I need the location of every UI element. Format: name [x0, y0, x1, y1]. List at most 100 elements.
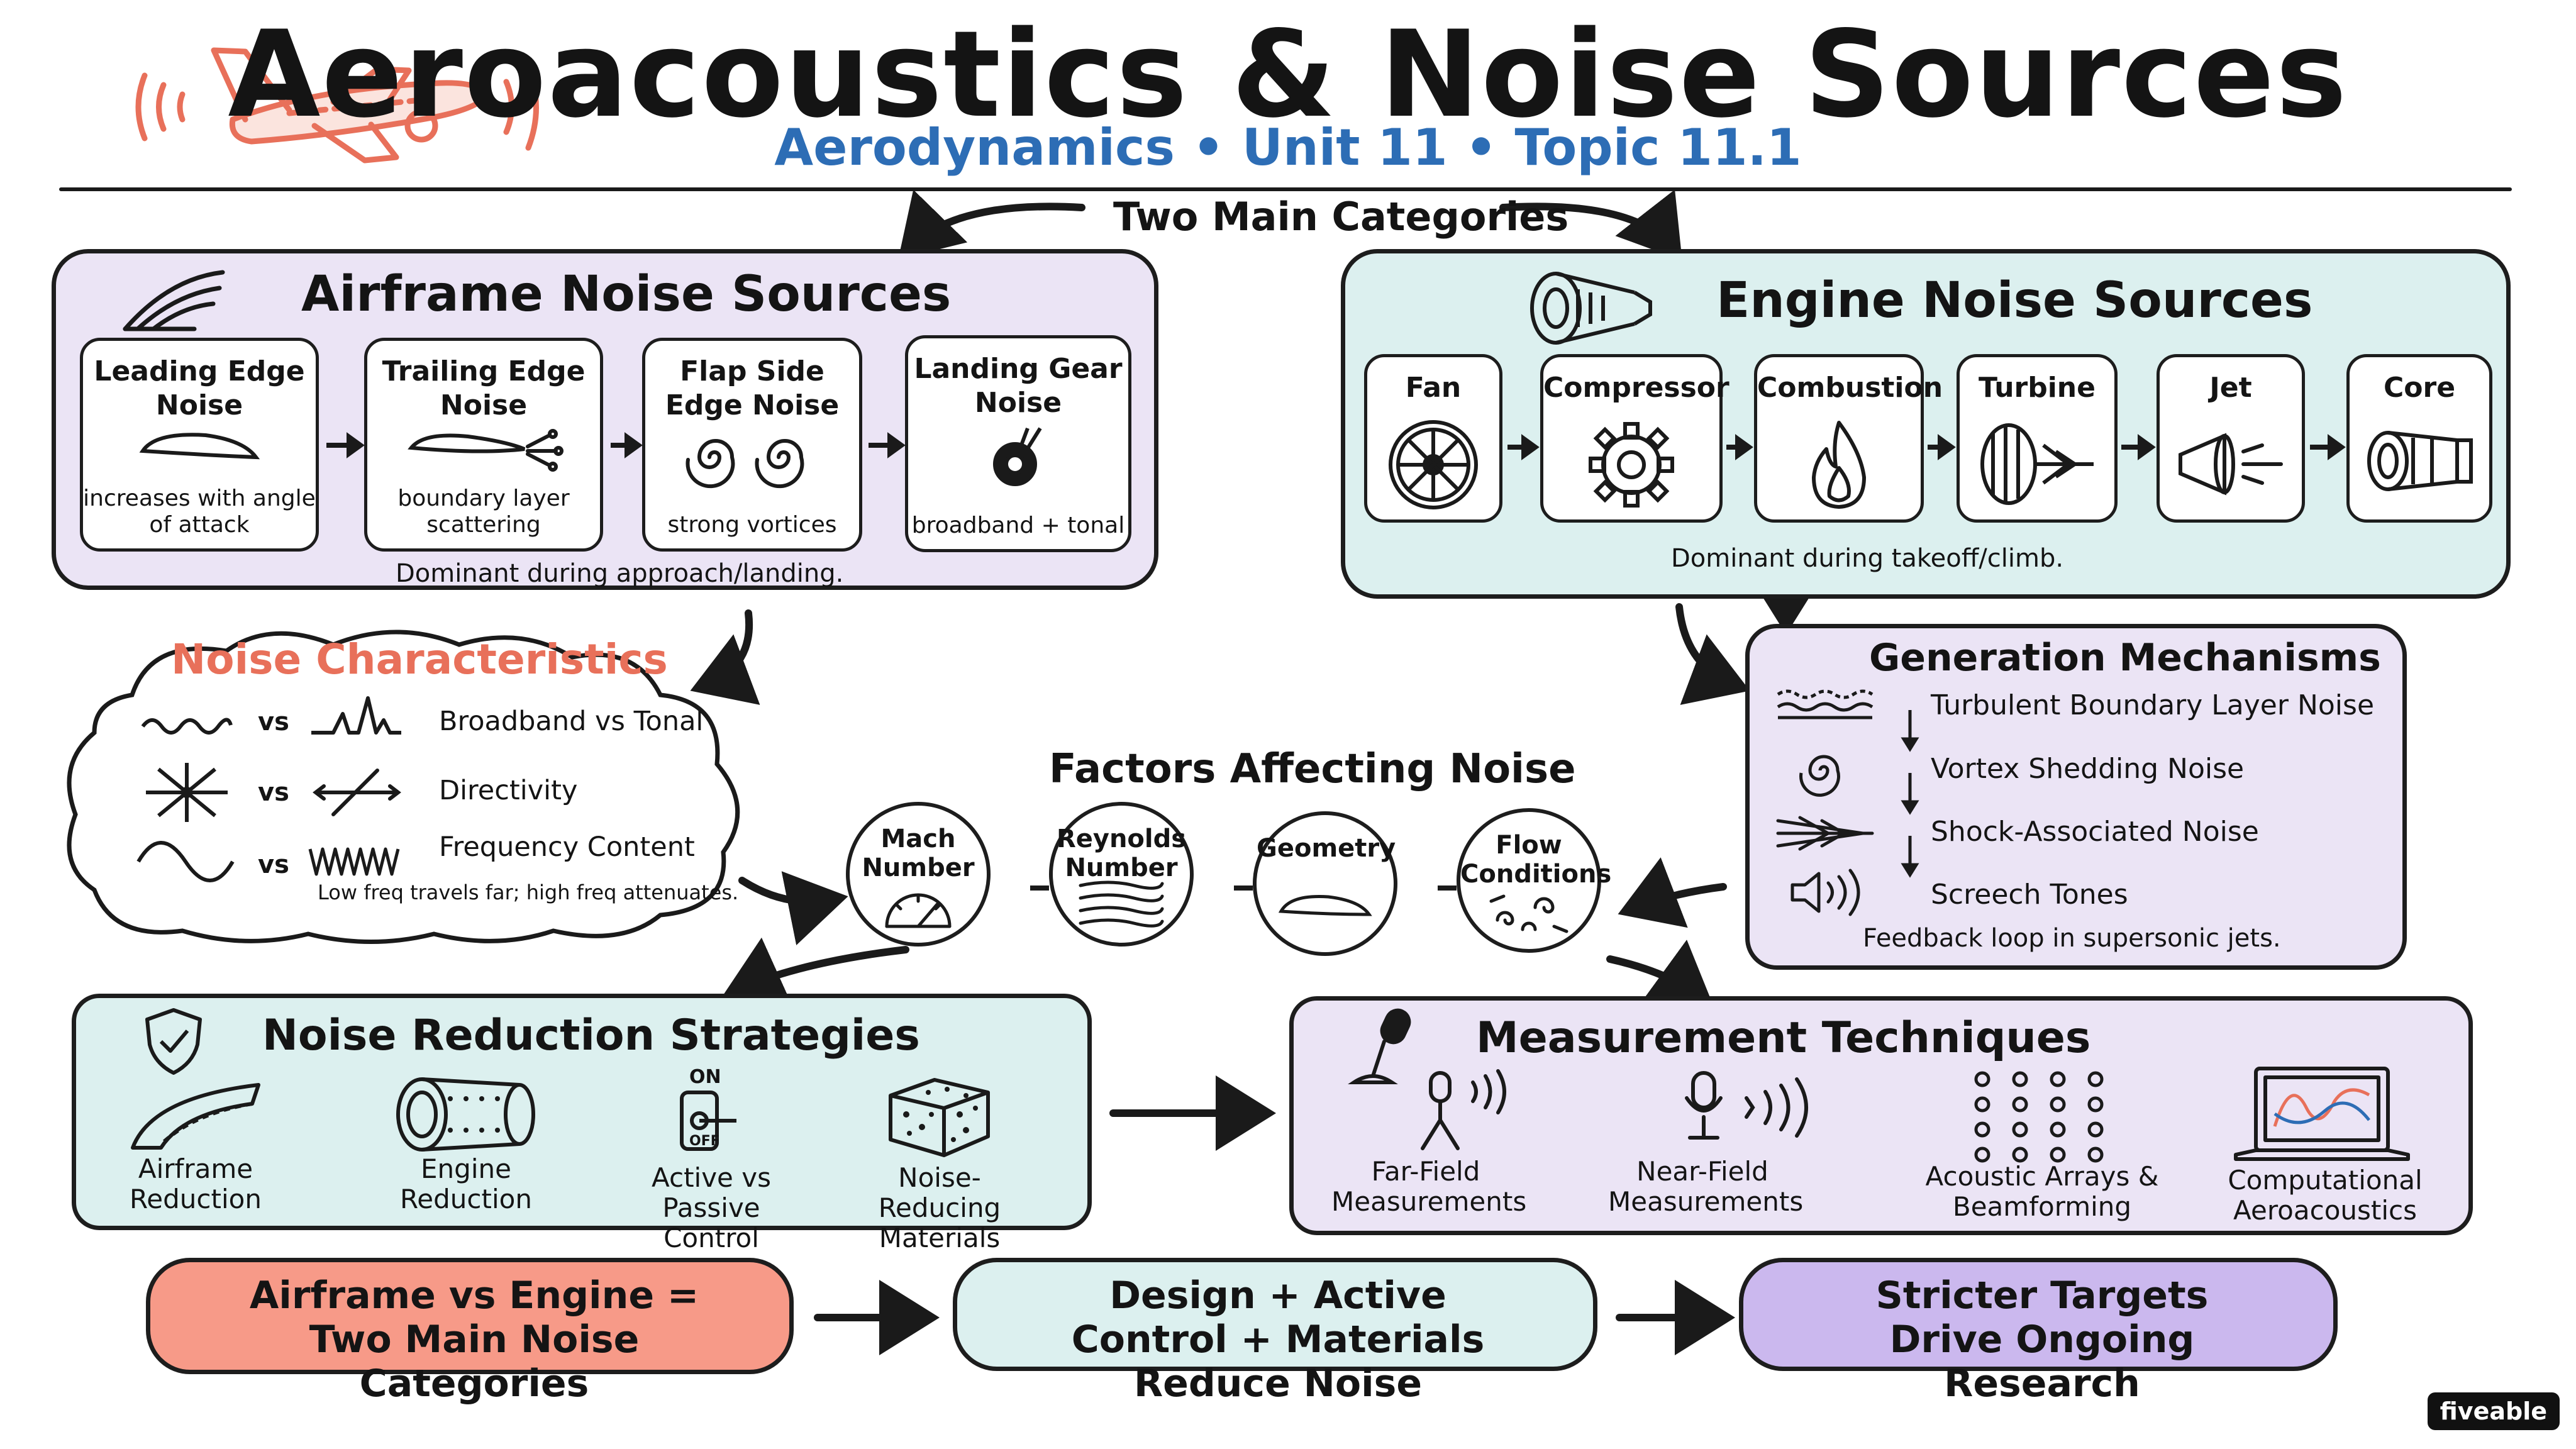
omnidirectional-icon — [146, 763, 228, 822]
core-card: Core — [2346, 354, 2492, 523]
airframe-title: Airframe Noise Sources — [301, 266, 952, 323]
landing-gear-desc: broadband + tonal — [911, 513, 1125, 538]
fiveable-logo: fiveable — [2427, 1392, 2560, 1430]
flame-icon — [1812, 421, 1866, 509]
reduction-panel: Noise Reduction Strategies Airframe Redu… — [72, 994, 1092, 1253]
turbine-title: Turbine — [1979, 372, 2096, 404]
porous-material-icon — [889, 1078, 990, 1157]
vortex-icon — [1799, 755, 1841, 797]
factors-title: Factors Affecting Noise — [1049, 746, 1576, 792]
characteristics-title: Noise Characteristics — [171, 635, 668, 684]
vortex-shedding-label: Vortex Shedding Noise — [1931, 753, 2245, 785]
summary-pill-1: Airframe vs Engine = Two Main Noise Cate… — [146, 1258, 794, 1406]
engine-note: Dominant during takeoff/climb. — [1671, 544, 2064, 573]
title-divider — [59, 187, 2512, 191]
summary-pill-2: Design + Active Control + Materials Redu… — [953, 1258, 1597, 1406]
engine-panel: Engine Noise Sources Fan Compressor — [1341, 249, 2511, 599]
leading-edge-title: Leading Edge Noise — [94, 355, 305, 421]
wing-icon — [123, 270, 225, 331]
trailing-edge-desc: boundary layer scattering — [397, 486, 570, 538]
vortex-icon — [686, 439, 804, 489]
cfd-label: Computational Aeroacoustics — [2228, 1165, 2423, 1226]
airfoil-icon — [139, 433, 260, 460]
mic-array-icon — [1974, 1071, 2104, 1163]
reynolds-number-label: Reynolds Number — [1056, 824, 1187, 882]
shock-associated-label: Shock-Associated Noise — [1931, 816, 2259, 848]
leading-edge-desc: increases with angle of attack — [83, 486, 316, 538]
fan-icon — [1389, 420, 1478, 509]
jet-title: Jet — [2209, 372, 2252, 404]
compressor-card: Compressor — [1540, 354, 1729, 523]
trailing-edge-icon — [408, 429, 564, 472]
laptop-chart-icon — [2234, 1067, 2410, 1161]
wing-shape-icon — [131, 1083, 260, 1150]
reduction-title: Noise Reduction Strategies — [262, 1011, 920, 1060]
categories-label: Two Main Categories — [1113, 194, 1569, 240]
noise-materials-label: Noise-Reducing Materials — [878, 1162, 1001, 1253]
summary-text-3: Stricter Targets Drive Ongoing Research — [1875, 1274, 2209, 1406]
engine-liner-icon — [396, 1077, 535, 1152]
airframe-note: Dominant during approach/landing. — [396, 559, 844, 588]
trailing-edge-title: Trailing Edge Noise — [382, 355, 586, 421]
shock-icon — [1776, 816, 1874, 851]
gear-icon — [1589, 422, 1674, 508]
summary-text-2: Design + Active Control + Materials Redu… — [1071, 1274, 1485, 1406]
factor-geometry: Geometry — [1253, 811, 1397, 956]
directional-icon — [313, 769, 401, 816]
mach-number-label: Mach Number — [862, 824, 975, 882]
low-freq-wave-icon — [136, 841, 235, 882]
vs-label-2: vs — [258, 778, 289, 807]
trailing-edge-card: Trailing Edge Noise boundary layer scatt… — [364, 338, 603, 552]
flow-conditions-label: Flow Conditions — [1460, 831, 1612, 889]
airframe-panel: Airframe Noise Sources Leading Edge Nois… — [52, 249, 1158, 590]
near-field-mic-icon — [1685, 1071, 1808, 1140]
high-freq-wave-icon — [308, 847, 400, 876]
nozzle-icon — [2179, 433, 2283, 496]
fan-title: Fan — [1405, 372, 1462, 404]
jet-engine-icon — [1530, 272, 1652, 345]
switch-off-label: OFF — [689, 1133, 720, 1149]
flap-side-edge-card: Flap Side Edge Noise strong vortices — [642, 338, 862, 552]
active-passive-label: Active vs Passive Control — [651, 1162, 771, 1253]
mechanisms-note: Feedback loop in supersonic jets. — [1863, 924, 2281, 953]
far-field-label: Far-Field Measurements — [1331, 1156, 1527, 1217]
gauge-icon — [885, 893, 952, 928]
turbulent-bl-icon — [1777, 689, 1874, 719]
cloud-shape — [67, 630, 740, 944]
characteristics-note: Low freq travels far; high freq attenuat… — [318, 880, 739, 904]
leading-edge-card: Leading Edge Noise increases with angle … — [80, 338, 319, 552]
turbulent-bl-label: Turbulent Boundary Layer Noise — [1931, 689, 2375, 721]
screech-tones-label: Screech Tones — [1931, 879, 2128, 911]
near-field-label: Near-Field Measurements — [1608, 1156, 1804, 1217]
flap-side-edge-title: Flap Side Edge Noise — [665, 355, 840, 421]
toggle-switch-icon — [680, 1091, 736, 1151]
broadband-wave-icon — [141, 718, 233, 735]
geometry-label: Geometry — [1257, 834, 1396, 863]
core-title: Core — [2383, 372, 2456, 404]
mechanisms-panel: Generation Mechanisms Turbulent Boundary… — [1745, 624, 2407, 970]
engine-flow-arrows — [1507, 434, 2346, 460]
vs-label-3: vs — [258, 850, 289, 879]
combustion-title: Combustion — [1757, 372, 1943, 404]
summary-pill-3: Stricter Targets Drive Ongoing Research — [1739, 1258, 2338, 1406]
flap-side-edge-desc: strong vortices — [667, 512, 837, 538]
core-engine-icon — [2367, 431, 2473, 491]
broadband-tonal-label: Broadband vs Tonal — [439, 706, 704, 737]
mechanisms-title: Generation Mechanisms — [1869, 636, 2381, 680]
landing-gear-card: Landing Gear Noise broadband + tonal — [905, 335, 1131, 552]
airplane-icon — [135, 47, 539, 164]
tonal-peak-icon — [311, 696, 401, 735]
page-subtitle: Aerodynamics • Unit 11 • Topic 11.1 — [774, 118, 1802, 177]
factor-flow-conditions: Flow Conditions — [1457, 808, 1612, 953]
landing-gear-title: Landing Gear Noise — [914, 353, 1123, 419]
turbine-card: Turbine — [1957, 354, 2118, 523]
acoustic-arrays-label: Acoustic Arrays & Beamforming — [1925, 1161, 2159, 1222]
airframe-flow-arrows — [326, 432, 906, 458]
frequency-content-label: Frequency Content — [439, 831, 695, 863]
far-field-mic-icon — [1421, 1069, 1506, 1150]
jet-card: Jet — [2157, 354, 2305, 523]
combustion-card: Combustion — [1754, 354, 1943, 523]
measurement-title: Measurement Techniques — [1476, 1013, 2091, 1063]
page-title: Aeroacoustics & Noise Sources — [228, 5, 2348, 144]
